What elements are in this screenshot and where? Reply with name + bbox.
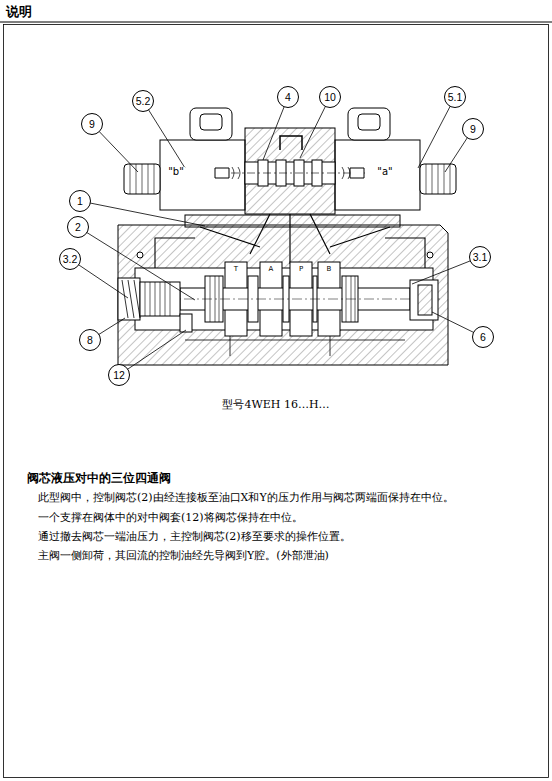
callout-circle: 3.2 <box>59 248 81 270</box>
page-title: 说明 <box>6 3 32 21</box>
figure-caption: 型号4WEH 16…H… <box>222 397 329 412</box>
solenoid-label: "b" <box>167 167 185 177</box>
callout-number: 2 <box>75 221 81 233</box>
callout-circle: 1 <box>69 190 91 212</box>
header-bar <box>0 0 552 22</box>
callout-number: 5.2 <box>136 95 151 107</box>
callout-number: 5.1 <box>448 91 463 103</box>
callout-number: 3.2 <box>63 253 78 265</box>
body-text: 主阀一侧卸荷，其回流的控制油经先导阀到Y腔。(外部泄油) <box>38 548 329 563</box>
callout-number: 1 <box>77 195 83 207</box>
callout-circle: 2 <box>67 216 89 238</box>
leader-line <box>80 201 205 226</box>
callout-circle: 10 <box>319 86 341 108</box>
callout-number: 6 <box>480 331 486 343</box>
header-rule <box>0 22 552 23</box>
section-heading: 阀芯液压对中的三位四通阀 <box>27 471 171 486</box>
callout-number: 9 <box>89 118 95 130</box>
body-text: 此型阀中，控制阀芯(2)由经连接板至油口X和Y的压力作用与阀芯两端面保持在中位。 <box>38 490 454 505</box>
callout-circle: 5.2 <box>132 90 154 112</box>
port-letter: B <box>326 266 333 273</box>
page-frame <box>4 25 549 778</box>
valve-drawing <box>118 108 456 365</box>
callout-circle: 6 <box>472 326 494 348</box>
body-text: 一个支撑在阀体中的对中阀套(12)将阀芯保持在中位。 <box>38 510 303 525</box>
body-text: 通过撤去阀芯一端油压力，主控制阀芯(2)移至要求的操作位置。 <box>38 529 351 544</box>
callout-circle: 4 <box>277 86 299 108</box>
port-letter: T <box>233 266 239 273</box>
callout-circle: 3.1 <box>469 246 491 268</box>
port-letter: A <box>268 266 275 273</box>
callout-number: 9 <box>470 123 476 135</box>
callout-circle: 9 <box>81 113 103 135</box>
callout-circle: 12 <box>108 364 130 386</box>
leader-line <box>143 101 185 168</box>
callout-number: 12 <box>113 369 125 381</box>
port-letter: P <box>298 266 304 273</box>
callout-circle: 5.1 <box>444 86 466 108</box>
solenoid-label: "a" <box>376 167 393 177</box>
leader-line <box>119 330 186 375</box>
callout-number: 8 <box>87 334 93 346</box>
callout-number: 10 <box>324 91 336 103</box>
callout-number: 4 <box>285 91 291 103</box>
callout-circle: 9 <box>462 118 484 140</box>
callout-number: 3.1 <box>473 251 488 263</box>
leader-line <box>78 227 195 300</box>
callout-circle: 8 <box>79 329 101 351</box>
leader-line <box>418 97 455 168</box>
